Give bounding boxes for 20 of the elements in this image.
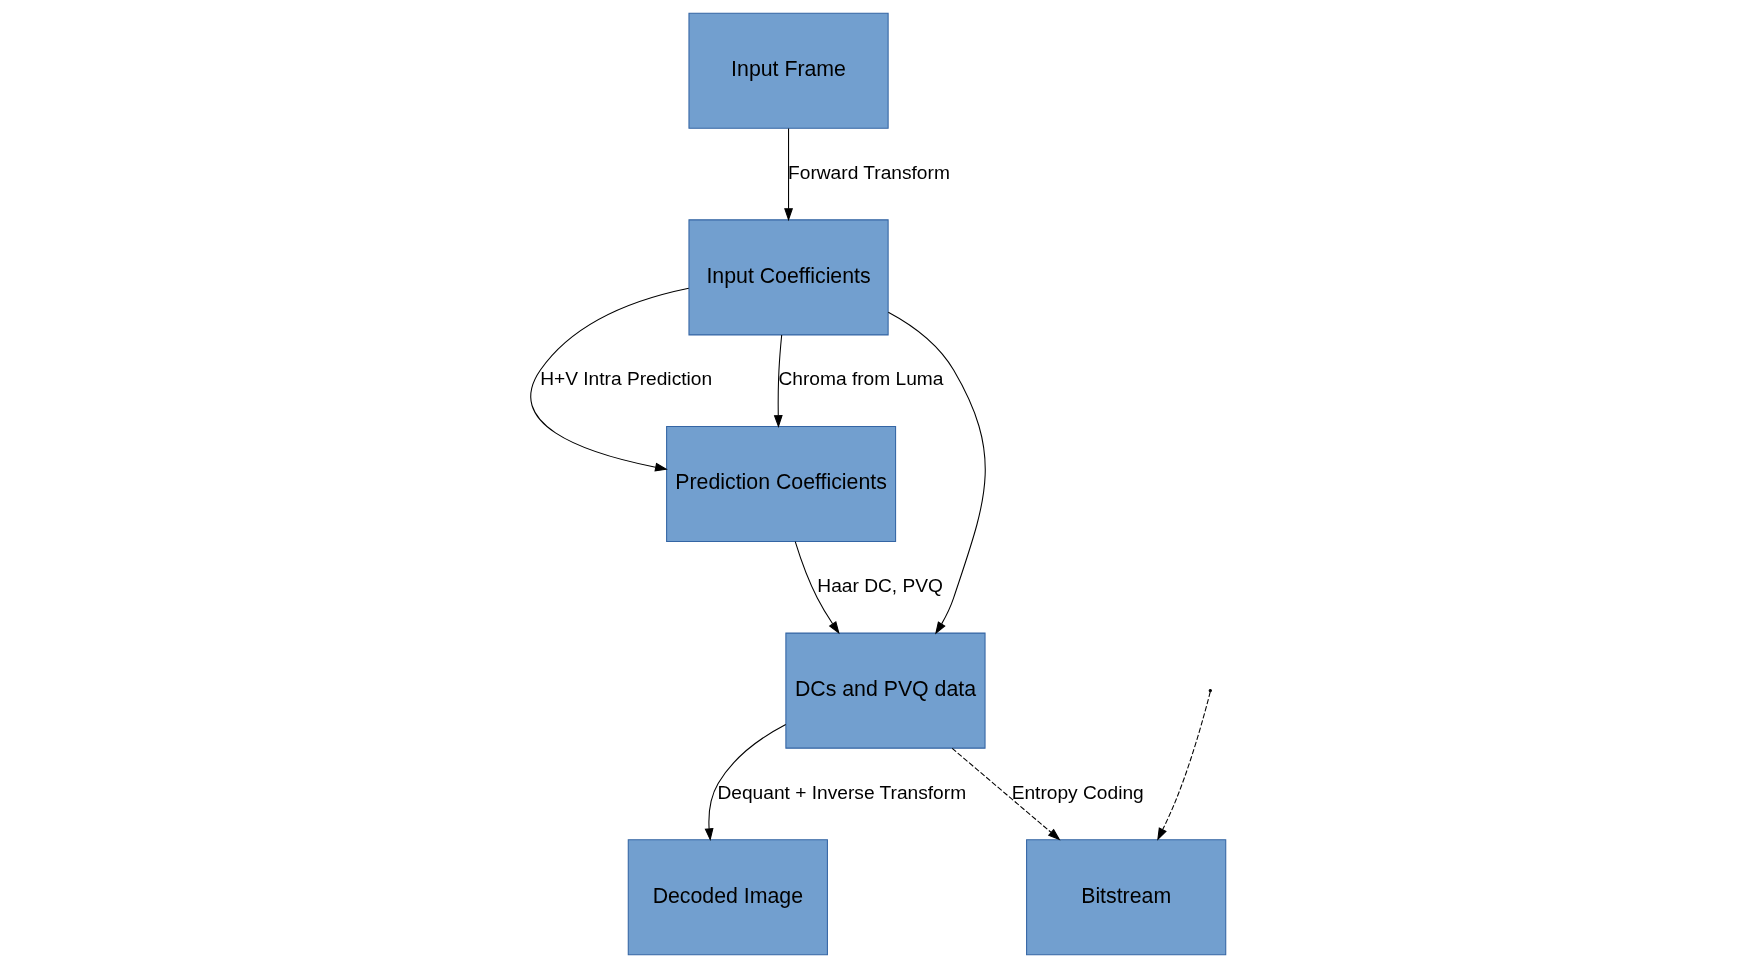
node-box: Input Coefficients (687, 218, 889, 335)
node-box: Bitstream (1025, 838, 1226, 955)
node-box: Input Frame (687, 12, 889, 129)
node-box: Decoded Image (627, 838, 828, 955)
arrow (887, 311, 986, 634)
arrow (704, 723, 786, 841)
arrow (529, 287, 689, 472)
node-box: DCs and PVQ data (784, 632, 986, 749)
edge-label: H+V Intra Prediction (539, 367, 712, 389)
edge-label: Haar DC, PVQ (816, 574, 943, 596)
arrow (794, 540, 840, 634)
edge-label: Dequant + Inverse Transform (716, 781, 966, 803)
edge-label: Chroma from Luma (777, 367, 943, 389)
node-box: Prediction Coefficients (665, 425, 896, 542)
edge-label: Forward Transform (787, 161, 950, 183)
arrow (783, 127, 793, 221)
edge-label: Entropy Coding (1011, 781, 1144, 803)
arrow (773, 334, 783, 428)
arrow (951, 747, 1061, 840)
arrow (1156, 690, 1211, 841)
